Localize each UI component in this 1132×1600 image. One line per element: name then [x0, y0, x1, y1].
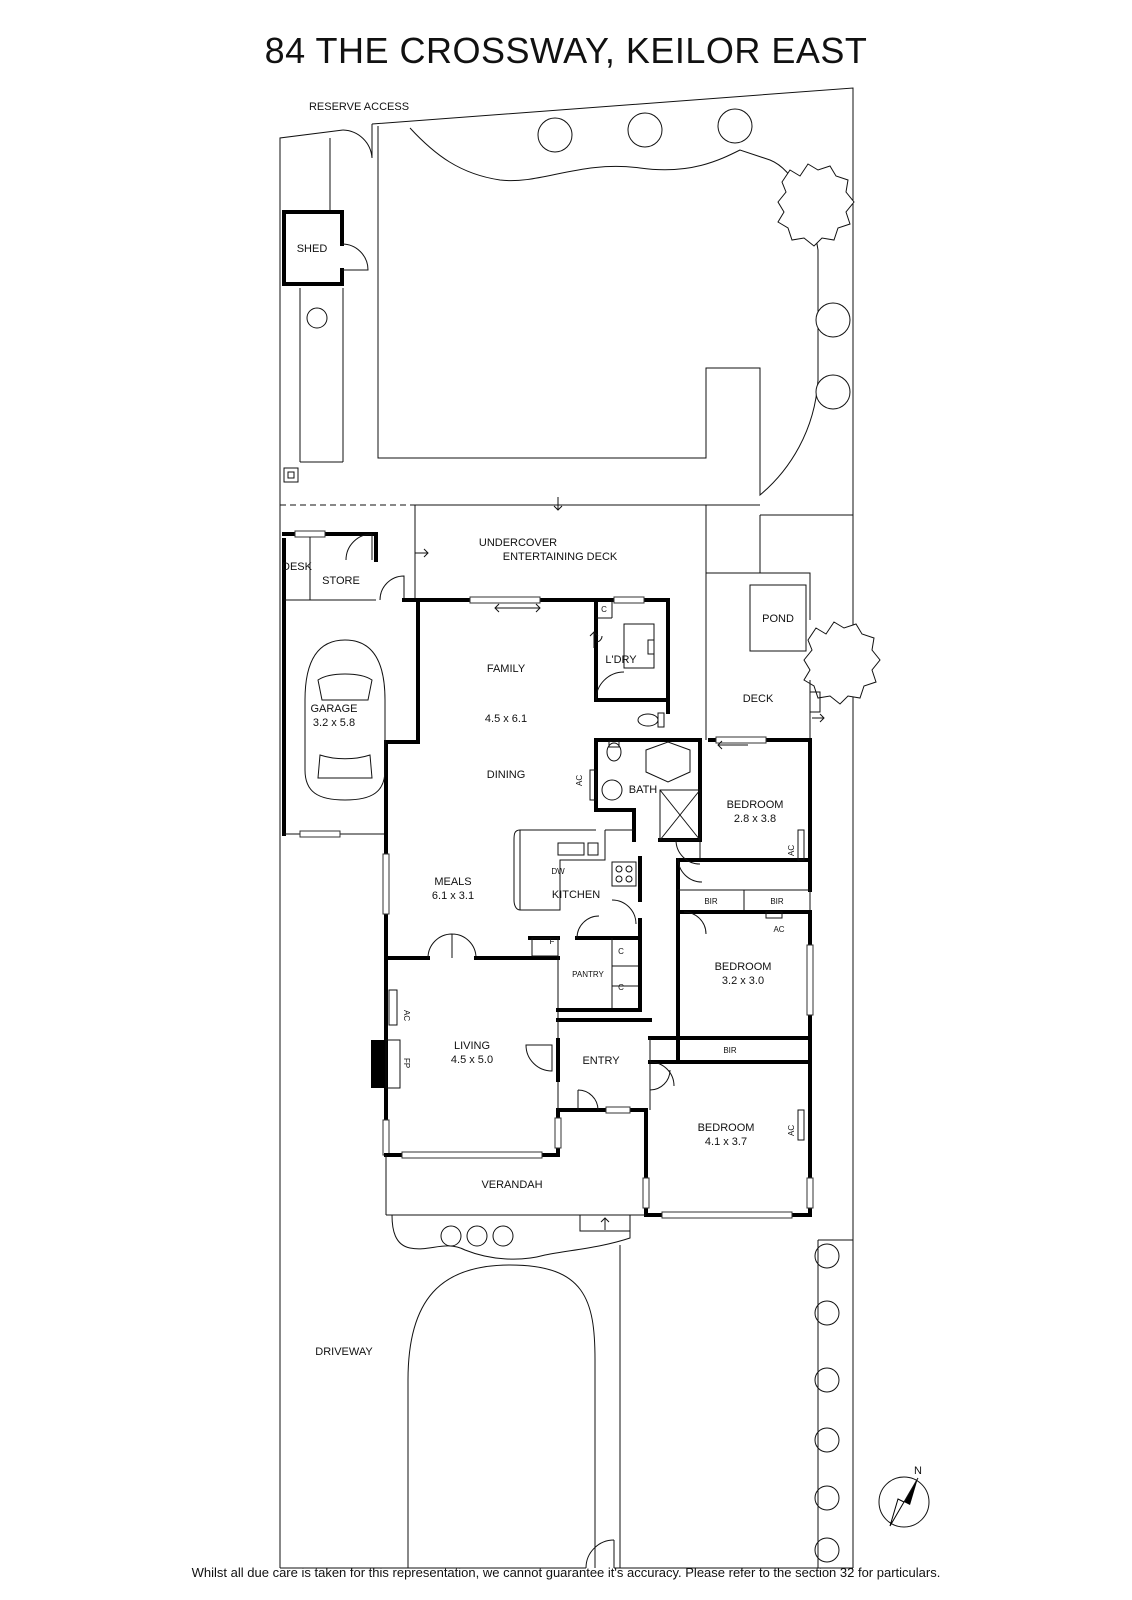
tree-icon [814, 1367, 840, 1393]
pond [749, 584, 807, 652]
bath-label: BATH [629, 784, 658, 796]
north-label: N [914, 1465, 922, 1477]
ac-label: AC [787, 1125, 796, 1136]
reserve-access-label: RESERVE ACCESS [309, 101, 409, 113]
house-walls [382, 596, 814, 1219]
garage-dims: 3.2 x 5.8 [313, 717, 355, 729]
side-path [283, 138, 344, 483]
cupboard-label: C [601, 605, 607, 614]
fridge-label: F [550, 937, 555, 946]
cupboard-label: C [618, 983, 624, 992]
kitchen-bench [513, 829, 637, 911]
car-icon [304, 639, 386, 801]
living-dims: 4.5 x 5.0 [451, 1054, 493, 1066]
shed-label: SHED [297, 243, 328, 255]
entry-label: ENTRY [582, 1055, 620, 1067]
tree-icon [492, 1225, 514, 1247]
outdoor-areas: POND UNDERCOVER ENTERTAINING DECK DECK [280, 497, 853, 740]
pond-label: POND [762, 613, 794, 625]
door-arrows [494, 603, 748, 750]
garage-name: GARAGE [310, 703, 357, 715]
tree-icon [814, 1300, 840, 1326]
small-annotations: BIR BIR BIR C C C F DW AC AC AC AC AC FP [402, 605, 796, 1136]
laundry-label: L'DRY [605, 654, 637, 666]
cupboard-label: C [618, 947, 624, 956]
tree-icon [814, 1485, 840, 1511]
bir-label: BIR [770, 897, 784, 906]
bir-label: BIR [704, 897, 718, 906]
ac-label: AC [787, 845, 796, 856]
verandah-label: VERANDAH [481, 1179, 542, 1191]
shed: SHED [282, 210, 369, 286]
meals-dims: 6.1 x 3.1 [432, 890, 474, 902]
site-boundary [279, 87, 854, 1569]
fireplace [371, 1040, 386, 1088]
bedroom1-dims: 2.8 x 3.8 [734, 813, 776, 825]
tree-icon [814, 1427, 840, 1453]
ac-label: AC [773, 925, 784, 934]
tree-icon [717, 108, 753, 144]
kitchen-label: KITCHEN [552, 889, 600, 901]
bedroom2-name: BEDROOM [715, 961, 772, 973]
tree-icon [466, 1225, 488, 1247]
tree-icon [803, 621, 881, 705]
store-label: STORE [322, 575, 360, 587]
bedroom2-dims: 3.2 x 3.0 [722, 975, 764, 987]
room-labels: FAMILY 4.5 x 6.1 DINING MEALS 6.1 x 3.1 … [315, 654, 783, 1358]
deck-label-2: ENTERTAINING DECK [503, 551, 618, 563]
fireplace-label: FP [402, 1058, 411, 1068]
north-arrow-icon [878, 1476, 930, 1528]
pantry-label: PANTRY [572, 970, 604, 979]
bedroom3-dims: 4.1 x 3.7 [705, 1136, 747, 1148]
driveway-label: DRIVEWAY [315, 1346, 373, 1358]
bedroom3-name: BEDROOM [698, 1122, 755, 1134]
tree-icon [814, 1537, 840, 1563]
front-garden [391, 1214, 853, 1569]
reserve-gate [342, 129, 373, 159]
bedroom1-name: BEDROOM [727, 799, 784, 811]
tree-icon [815, 302, 851, 338]
tree-icon [627, 112, 663, 148]
family-dims: 4.5 x 6.1 [485, 713, 527, 725]
garage: DESK STORE GARAGE 3.2 x 5.8 [282, 530, 420, 838]
deck-label-1: UNDERCOVER [479, 537, 557, 549]
bir-label: BIR [723, 1046, 737, 1055]
tree-icon [537, 117, 573, 153]
ac-label: AC [402, 1010, 411, 1021]
ac-label: AC [575, 775, 584, 786]
dishwasher-label: DW [551, 867, 565, 876]
tree-icon [306, 307, 328, 329]
plan-title: 84 THE CROSSWAY, KEILOR EAST [264, 30, 868, 71]
family-name: FAMILY [487, 663, 526, 675]
tree-icon [440, 1225, 462, 1247]
disclaimer: Whilst all due care is taken for this re… [191, 1565, 941, 1580]
north-compass: N [878, 1465, 930, 1528]
desk-label: DESK [282, 561, 313, 573]
side-deck-label: DECK [743, 693, 774, 705]
tree-icon [814, 1243, 840, 1269]
dining-label: DINING [487, 769, 526, 781]
tree-icon [777, 163, 855, 247]
meals-name: MEALS [434, 876, 471, 888]
trees [306, 108, 881, 1563]
living-name: LIVING [454, 1040, 490, 1052]
back-lawn [377, 126, 819, 497]
tree-icon [815, 374, 851, 410]
